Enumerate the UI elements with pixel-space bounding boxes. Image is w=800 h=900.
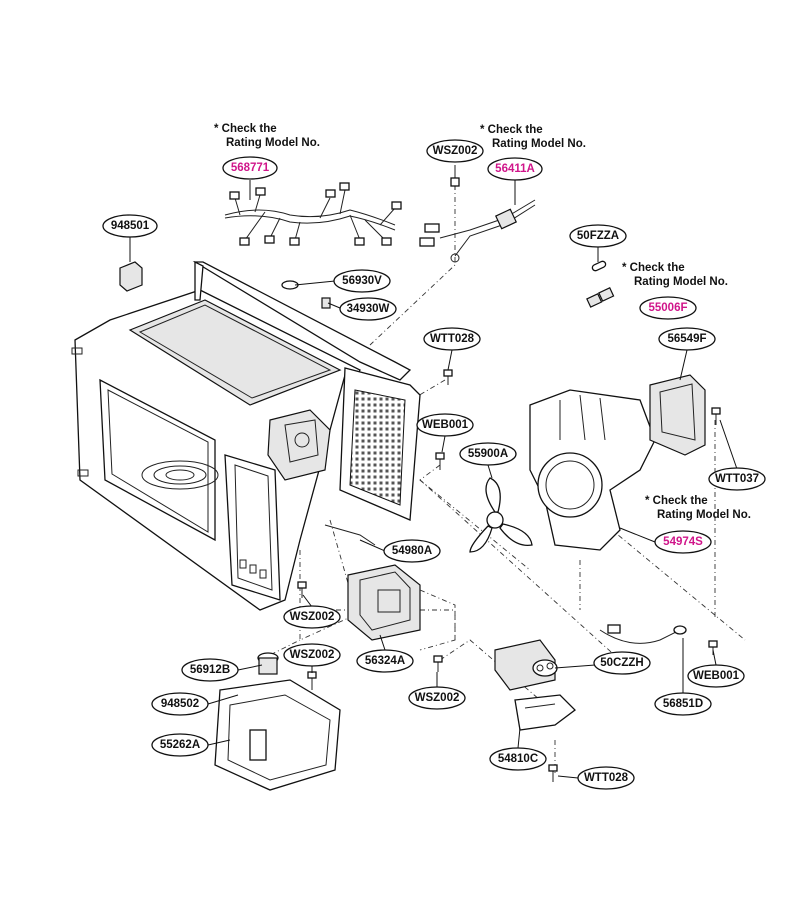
callout-wtt037: WTT037 xyxy=(708,467,766,491)
callout-568771: 568771 xyxy=(222,156,278,180)
part-number: 56912B xyxy=(190,664,230,676)
callout-web001-right: WEB001 xyxy=(687,664,745,688)
part-number: WTT037 xyxy=(715,473,759,485)
part-number: WTT028 xyxy=(430,333,475,345)
part-number: 948501 xyxy=(111,220,150,232)
callout-55900A: 55900A xyxy=(459,442,517,466)
callout-web001-mid: WEB001 xyxy=(416,413,474,437)
callout-948501: 948501 xyxy=(102,214,158,238)
part-number: 54810C xyxy=(498,753,538,765)
callout-56930V: 56930V xyxy=(333,269,391,293)
hv-capacitor-50CZZH xyxy=(494,639,558,691)
rating-note-fuse: * Check the Rating Model No. xyxy=(622,262,728,288)
callout-56411A: 56411A xyxy=(487,157,543,181)
part-number: 50CZZH xyxy=(600,657,643,669)
hv-transformer-56324A xyxy=(347,564,456,651)
callout-wsz002-low: WSZ002 xyxy=(408,686,466,710)
capacitor-bracket-54810C xyxy=(514,694,576,731)
rating-note-harness-right: * Check the Rating Model No. xyxy=(480,124,586,150)
note-line: * Check the xyxy=(214,123,277,135)
callout-54974S: 54974S xyxy=(654,530,712,554)
part-number: WSZ002 xyxy=(290,649,335,661)
note-line: * Check the xyxy=(622,262,685,274)
part-number: 55262A xyxy=(160,739,200,751)
callout-55006F: 55006F xyxy=(639,296,697,320)
callout-wsz002-left: WSZ002 xyxy=(283,605,341,629)
callout-54980A: 54980A xyxy=(383,539,441,563)
note-line: * Check the xyxy=(480,124,543,136)
callout-wsz002-bot: WSZ002 xyxy=(283,643,341,667)
callout-50FZZA: 50FZZA xyxy=(569,224,627,248)
oven-cavity-assembly xyxy=(71,260,421,611)
part-number: 54980A xyxy=(392,545,432,557)
callout-948502: 948502 xyxy=(151,692,209,716)
callout-54810C: 54810C xyxy=(489,747,547,771)
rating-note-harness-left: * Check the Rating Model No. xyxy=(214,123,320,149)
callout-wsz002-top: WSZ002 xyxy=(426,139,484,163)
callout-56549F: 56549F xyxy=(658,327,716,351)
callout-wtt028-bot: WTT028 xyxy=(577,766,635,790)
note-line: Rating Model No. xyxy=(634,276,728,288)
callout-56851D: 56851D xyxy=(654,692,712,716)
note-line: * Check the xyxy=(645,495,708,507)
callout-34930W: 34930W xyxy=(339,297,397,321)
callout-55262A: 55262A xyxy=(151,733,209,757)
small-parts xyxy=(119,260,721,782)
part-number: 948502 xyxy=(161,698,199,710)
part-number: 56324A xyxy=(365,655,405,667)
part-number: WSZ002 xyxy=(415,692,460,704)
part-number: WTT028 xyxy=(584,772,629,784)
hv-diode-56851D xyxy=(599,624,687,644)
note-line: Rating Model No. xyxy=(657,509,751,521)
callout-56912B: 56912B xyxy=(181,658,239,682)
part-number: WEB001 xyxy=(693,670,740,682)
part-number: 34930W xyxy=(347,303,390,315)
part-number: 56851D xyxy=(663,698,703,710)
part-number: 568771 xyxy=(231,162,270,174)
bottom-bracket-55262A xyxy=(214,652,341,791)
part-number: 56930V xyxy=(342,275,382,287)
part-number: WSZ002 xyxy=(433,145,478,157)
callout-wtt028-mid: WTT028 xyxy=(423,327,481,351)
part-number: WSZ002 xyxy=(290,611,335,623)
wire-harness-56411A xyxy=(419,165,536,263)
part-number: 54974S xyxy=(663,536,703,548)
part-number: 50FZZA xyxy=(577,230,619,242)
note-line: Rating Model No. xyxy=(226,137,320,149)
note-line: Rating Model No. xyxy=(492,138,586,150)
part-number: WEB001 xyxy=(422,419,469,431)
callout-56324A: 56324A xyxy=(356,649,414,673)
wire-harness-568771 xyxy=(224,182,402,246)
fan-motor-assembly xyxy=(469,374,706,553)
part-number: 55006F xyxy=(648,302,687,314)
leader-lines xyxy=(129,180,738,779)
callout-50CZZH: 50CZZH xyxy=(593,651,651,675)
part-number: 55900A xyxy=(468,448,508,460)
part-number: 56549F xyxy=(667,333,706,345)
part-number: 56411A xyxy=(495,163,535,175)
rating-note-motor: * Check the Rating Model No. xyxy=(645,495,751,521)
